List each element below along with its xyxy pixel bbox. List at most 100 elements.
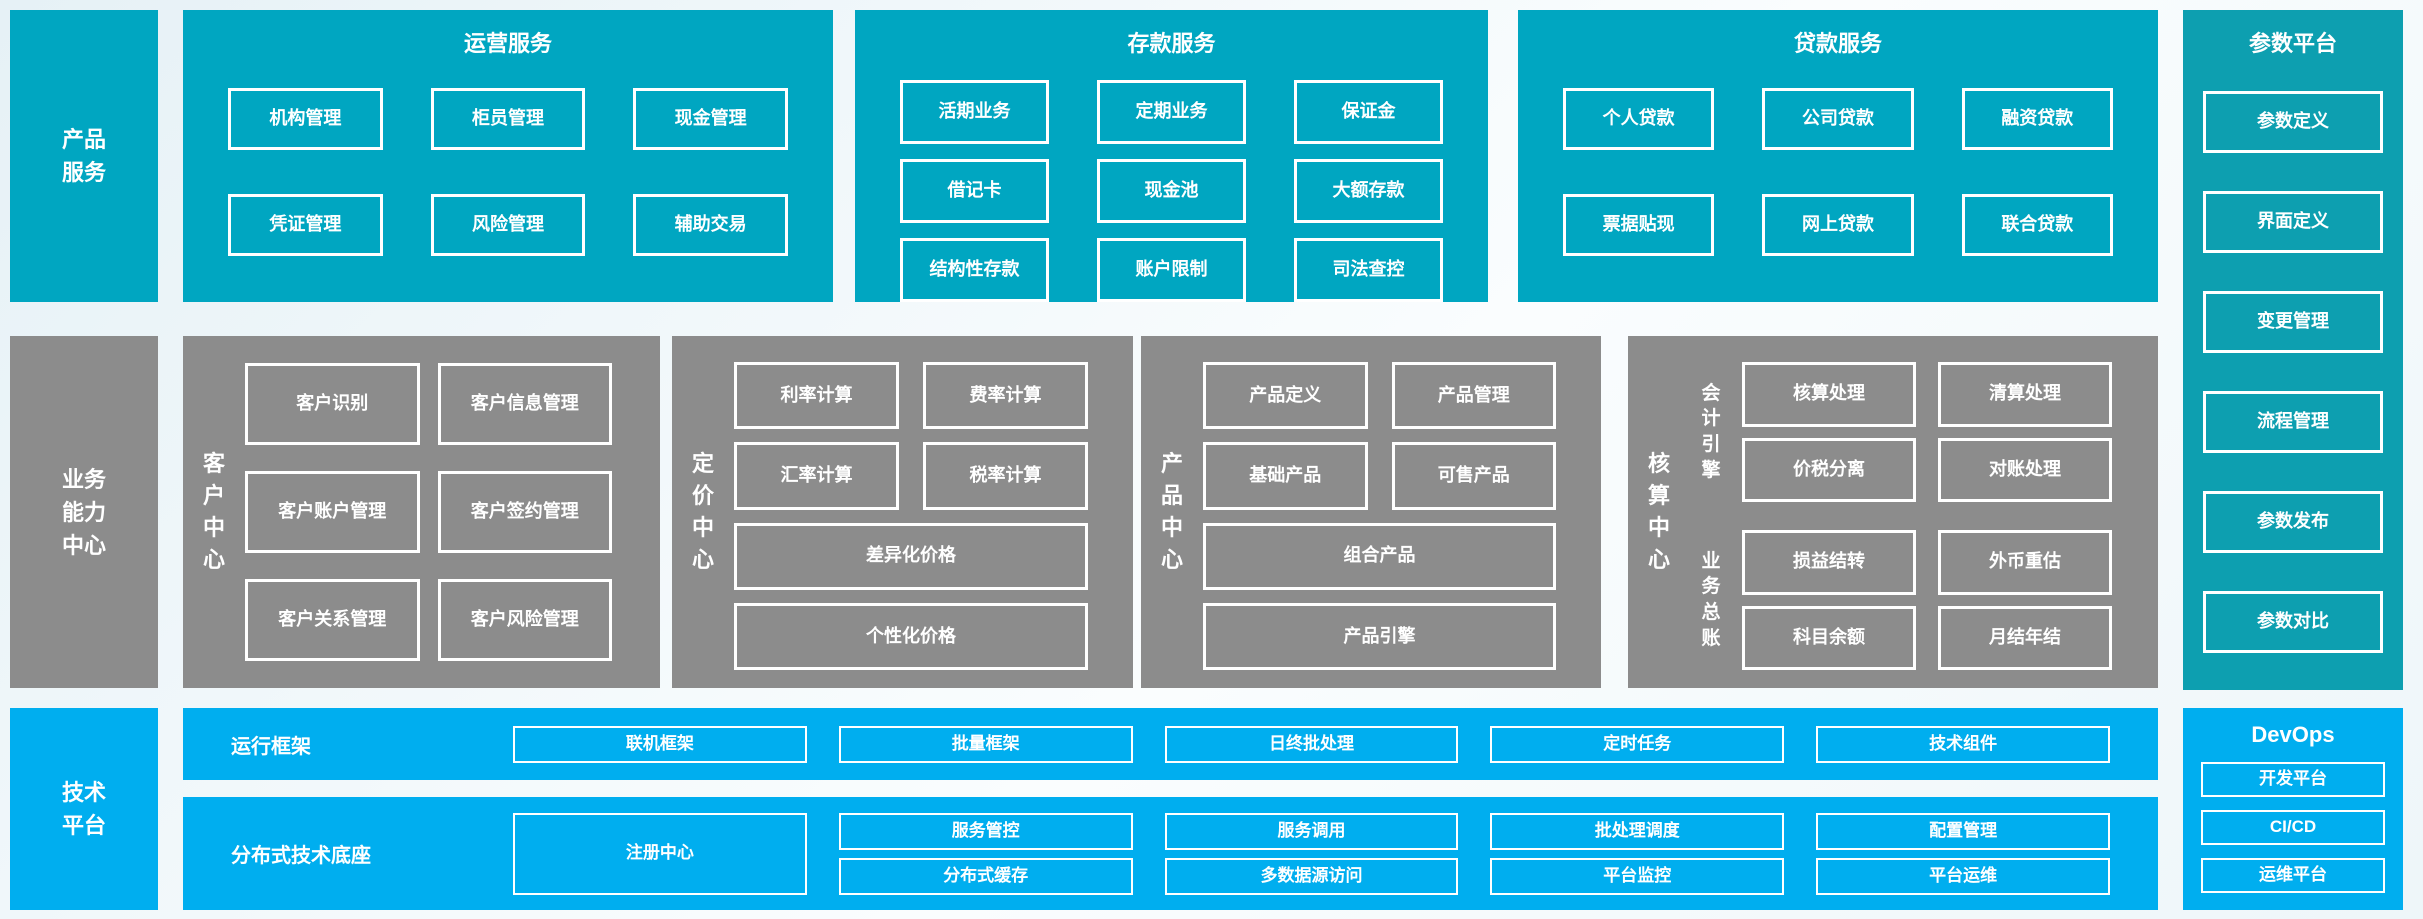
module-box: 客户识别 (245, 363, 420, 445)
group-label: 业务总账 (1690, 530, 1732, 670)
module-box: 批量框架 (838, 725, 1133, 763)
section-product-center: 产品中心 产品定义 产品管理 基础产品 可售产品 组合产品 产品引擎 (1141, 336, 1601, 688)
module-grid: 损益结转 外币重估 科目余额 月结年结 (1742, 530, 2112, 670)
module-grid: 个人贷款 公司贷款 融资贷款 票据贴现 网上贷款 联合贷款 (1518, 88, 2158, 256)
side-label-text: 技术平台 (61, 780, 106, 838)
module-box: 对账处理 (1938, 437, 2112, 502)
module-box: 联合贷款 (1961, 194, 2113, 256)
module-box: 流程管理 (2203, 391, 2383, 453)
module-box: 活期业务 (900, 80, 1049, 144)
module-box: 开发平台 (2201, 762, 2385, 797)
module-box: 外币重估 (1938, 530, 2112, 595)
module-pair: 服务管控 分布式缓存 (838, 812, 1133, 895)
side-label-text: 业务能力中心 (61, 466, 106, 558)
module-box: 批处理调度 (1490, 812, 1785, 850)
accounting-groups: 会计引擎 核算处理 清算处理 价税分离 对账处理 业务总账 损益结转 外币重估 … (1690, 336, 2158, 688)
module-box: 价税分离 (1742, 437, 1916, 502)
module-box: 网上贷款 (1762, 194, 1914, 256)
module-grid: 机构管理 柜员管理 现金管理 凭证管理 风险管理 辅助交易 (183, 88, 833, 256)
runtime-row: 运行框架 联机框架 批量框架 日终批处理 定时任务 技术组件 (183, 708, 2158, 780)
module-box: 定时任务 (1490, 725, 1785, 763)
center-label: 客户中心 (183, 336, 245, 688)
section-title: 存款服务 (1127, 31, 1216, 56)
module-box: 机构管理 (228, 88, 383, 150)
center-label-text: 核算中心 (1647, 451, 1670, 572)
group-label-text: 业务总账 (1701, 550, 1721, 649)
module-box: 司法查控 (1294, 238, 1443, 302)
module-box: 客户风险管理 (437, 579, 612, 661)
module-box: 风险管理 (430, 194, 586, 256)
module-box: 税率计算 (923, 442, 1088, 510)
module-box: 产品定义 (1203, 362, 1368, 430)
module-box: 结构性存款 (900, 238, 1049, 302)
module-grid: 核算处理 清算处理 价税分离 对账处理 (1742, 362, 2112, 502)
module-box: 损益结转 (1742, 530, 1916, 595)
section-title: 参数平台 (2248, 31, 2337, 56)
module-box: 大额存款 (1294, 159, 1443, 223)
module-box: 服务调用 (1164, 812, 1459, 850)
module-box: 平台监控 (1490, 857, 1785, 895)
module-box: 票据贴现 (1563, 194, 1715, 256)
section-runtime-framework: 运行框架 联机框架 批量框架 日终批处理 定时任务 技术组件 (183, 708, 2158, 780)
module-box: 保证金 (1294, 80, 1443, 144)
module-box: 核算处理 (1742, 362, 1916, 427)
module-box: 平台运维 (1816, 857, 2110, 895)
module-pair: 配置管理 平台运维 (1816, 812, 2110, 895)
module-box: 参数发布 (2203, 491, 2383, 553)
module-box: 辅助交易 (633, 194, 788, 256)
module-grid: 客户识别 客户信息管理 客户账户管理 客户签约管理 客户关系管理 客户风险管理 (245, 336, 660, 688)
row-label: 分布式技术底座 (231, 845, 371, 867)
side-label-text: 产品服务 (61, 127, 106, 185)
distributed-row: 分布式技术底座 注册中心 服务管控 分布式缓存 服务调用 多数据源访问 批处理调… (183, 797, 2158, 910)
center-label: 定价中心 (672, 336, 734, 688)
module-box: 基础产品 (1203, 442, 1368, 510)
module-grid: 产品定义 产品管理 基础产品 可售产品 组合产品 产品引擎 (1203, 336, 1601, 688)
module-box: 注册中心 (513, 812, 807, 895)
module-box: 凭证管理 (228, 194, 383, 256)
module-box: CI/CD (2201, 810, 2385, 845)
center-label: 产品中心 (1141, 336, 1203, 688)
module-box: 汇率计算 (734, 442, 899, 510)
module-box: 费率计算 (923, 362, 1088, 430)
module-box: 个人贷款 (1563, 88, 1715, 150)
section-title: DevOps (2251, 722, 2335, 747)
module-box: 技术组件 (1816, 725, 2110, 763)
module-pair: 批处理调度 平台监控 (1490, 812, 1785, 895)
business-ledger-group: 业务总账 损益结转 外币重估 科目余额 月结年结 (1690, 530, 2112, 670)
module-stack: 开发平台 CI/CD 运维平台 (2201, 762, 2385, 893)
module-box: 组合产品 (1203, 522, 1556, 590)
module-box: 分布式缓存 (838, 857, 1133, 895)
module-box: 个性化价格 (734, 602, 1088, 670)
row-label: 运行框架 (231, 735, 311, 758)
module-pair: 服务调用 多数据源访问 (1164, 812, 1459, 895)
module-box: 可售产品 (1391, 442, 1556, 510)
module-box: 产品引擎 (1203, 602, 1556, 670)
module-box: 利率计算 (734, 362, 899, 430)
section-loan-services: 贷款服务 个人贷款 公司贷款 融资贷款 票据贴现 网上贷款 联合贷款 (1518, 10, 2158, 302)
section-title: 贷款服务 (1793, 31, 1882, 56)
module-box: 变更管理 (2203, 291, 2383, 353)
module-box: 差异化价格 (734, 522, 1088, 590)
module-box: 柜员管理 (430, 88, 586, 150)
module-box: 定期业务 (1097, 80, 1246, 144)
module-box: 现金管理 (633, 88, 788, 150)
module-box: 公司贷款 (1762, 88, 1914, 150)
side-label-product-services: 产品服务 (10, 10, 158, 302)
module-box: 账户限制 (1097, 238, 1246, 302)
section-accounting-center: 核算中心 会计引擎 核算处理 清算处理 价税分离 对账处理 业务总账 损 (1628, 336, 2158, 688)
module-box: 现金池 (1097, 159, 1246, 223)
module-box: 服务管控 (838, 812, 1133, 850)
module-box: 清算处理 (1938, 362, 2112, 427)
module-box: 月结年结 (1938, 605, 2112, 670)
center-label-text: 产品中心 (1160, 451, 1183, 572)
module-stack: 参数定义 界面定义 变更管理 流程管理 参数发布 参数对比 (2183, 91, 2403, 653)
module-box: 多数据源访问 (1164, 857, 1459, 895)
section-customer-center: 客户中心 客户识别 客户信息管理 客户账户管理 客户签约管理 客户关系管理 客户… (183, 336, 660, 688)
center-label: 核算中心 (1628, 336, 1690, 688)
section-deposit-services: 存款服务 活期业务 定期业务 保证金 借记卡 现金池 大额存款 结构性存款 账户… (855, 10, 1488, 302)
module-grid: 活期业务 定期业务 保证金 借记卡 现金池 大额存款 结构性存款 账户限制 司法… (855, 80, 1488, 302)
center-label-text: 客户中心 (202, 451, 225, 572)
module-box: 配置管理 (1816, 812, 2110, 850)
module-box: 借记卡 (900, 159, 1049, 223)
